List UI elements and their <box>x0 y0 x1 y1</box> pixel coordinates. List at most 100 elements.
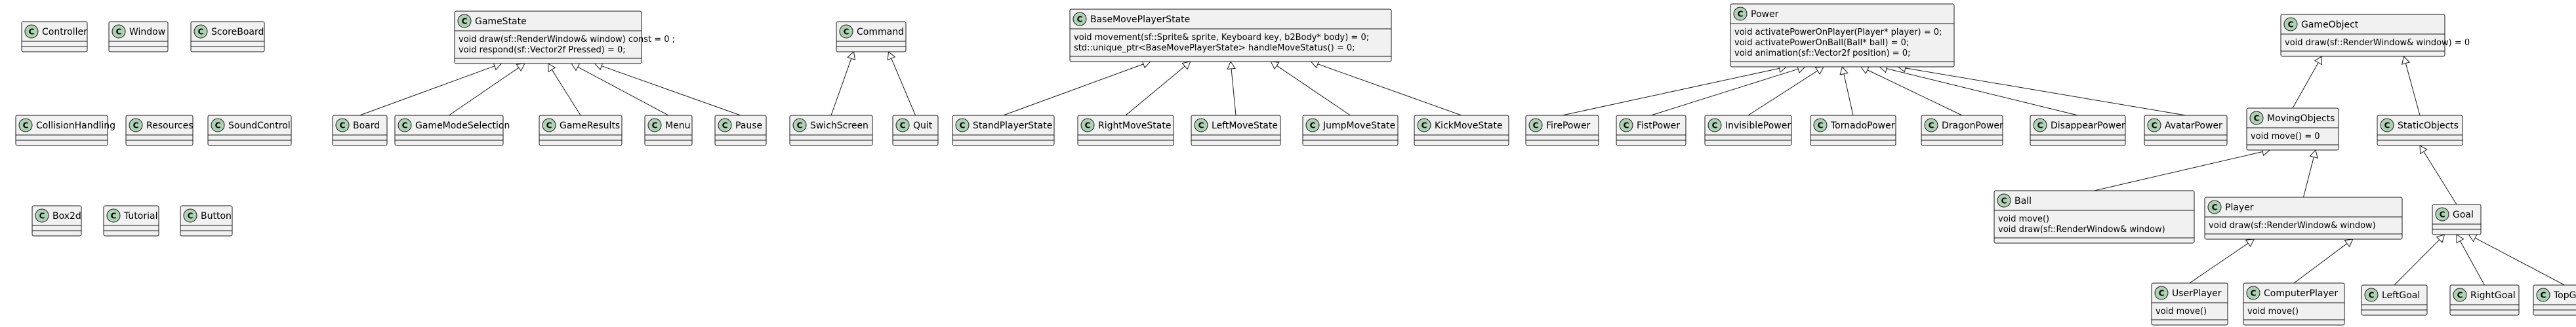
inheritance-menu-to-game-state <box>571 63 669 116</box>
class-box <box>1810 115 1896 146</box>
inheritance-arrowhead <box>1270 61 1280 70</box>
inheritance-invisible-power-to-power <box>1748 66 1824 116</box>
class-stereotype-icon <box>955 118 970 132</box>
inheritance-user-player-to-player <box>2189 239 2255 284</box>
class-stereotype-icon <box>1417 118 1431 132</box>
inheritance-line <box>2303 157 2314 198</box>
inheritance-game-mode-selection-to-game-state <box>449 63 525 116</box>
class-stereotype-icon <box>2147 118 2161 132</box>
class-member: void draw(sf::RenderWindow& window) <box>1998 225 2165 235</box>
inheritance-left-goal-to-goal <box>2394 234 2445 286</box>
inheritance-line <box>1650 68 1799 116</box>
class-box <box>125 115 194 146</box>
class-stereotype-icon <box>35 208 49 223</box>
inheritance-line <box>551 69 581 116</box>
class-name: TopGoal <box>2553 290 2576 301</box>
class-box <box>789 115 873 146</box>
class-stereotype-letter: C <box>2159 289 2165 298</box>
class-name: RightGoal <box>2470 290 2516 301</box>
class-name: Window <box>129 27 165 37</box>
class-top-goal[interactable]: C TopGoal <box>2533 284 2576 316</box>
class-box <box>1921 115 2003 146</box>
class-stereotype-icon <box>647 118 662 132</box>
class-stereotype-letter: C <box>797 121 803 130</box>
class-name: MovingObjects <box>2267 113 2335 124</box>
class-member: void activatePowerOnBall(Ball* ball) = 0… <box>1734 38 1909 48</box>
class-stereotype-icon <box>2364 288 2379 302</box>
class-name: AvatarPower <box>2165 121 2222 131</box>
class-name: ComputerPlayer <box>2264 288 2338 299</box>
class-member: void draw(sf::RenderWindow& window) = 0 <box>2285 38 2470 48</box>
class-name: LeftGoal <box>2382 290 2420 301</box>
class-stereotype-letter: C <box>133 121 139 130</box>
class-stereotype-icon <box>839 24 853 39</box>
inheritance-line <box>2292 62 2319 109</box>
class-stereotype-letter: C <box>1818 121 1824 130</box>
class-name: LeftMoveState <box>1212 121 1278 131</box>
class-stereotype-icon <box>2249 111 2264 125</box>
inheritance-arrowhead <box>2245 239 2255 248</box>
class-stereotype-letter: C <box>722 121 728 130</box>
class-stereotype-icon <box>457 14 472 28</box>
inheritance-top-goal-to-goal <box>2468 234 2565 286</box>
class-stereotype-letter: C <box>1624 121 1629 130</box>
inheritance-arrowhead <box>1814 66 1824 75</box>
class-member: std::unique_ptr<BaseMovePlayerState> han… <box>1074 43 1355 53</box>
class-stereotype-letter: C <box>2541 291 2546 300</box>
class-stereotype-letter: C <box>111 212 117 221</box>
inheritance-avatar-power-to-power <box>1897 64 2186 116</box>
inheritance-line <box>2094 151 2263 191</box>
class-stereotype-letter: C <box>1738 10 1744 19</box>
class-member: void move() <box>1998 214 2049 224</box>
inheritance-right-goal-to-goal <box>2456 234 2485 286</box>
class-stereotype-icon <box>335 118 350 132</box>
class-stereotype-letter: C <box>39 212 45 221</box>
class-box <box>2144 115 2228 146</box>
class-stereotype-icon <box>24 24 39 39</box>
class-stereotype-icon <box>211 118 225 132</box>
class-stereotype-icon <box>112 24 126 39</box>
